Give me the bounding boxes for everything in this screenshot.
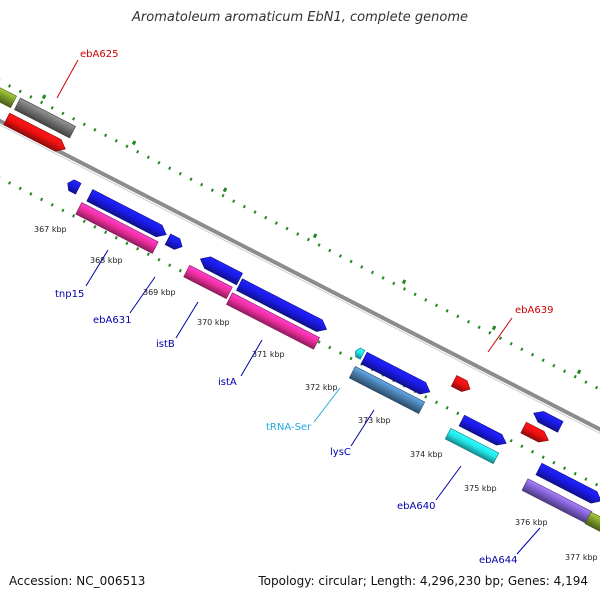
feature-ebA625-shape	[14, 97, 76, 139]
leader-line-eba644	[516, 527, 541, 555]
feature-small-blue-1[interactable]	[65, 178, 82, 195]
feature-ebA640[interactable]	[444, 427, 500, 465]
feature-ebA625[interactable]	[14, 97, 76, 139]
major-tick	[491, 325, 497, 331]
major-tick	[41, 94, 47, 100]
feature-lysC-blue[interactable]	[360, 351, 433, 397]
kbp-tick-label: 368 kbp	[90, 256, 123, 265]
feature-olive-right-shape	[584, 511, 600, 533]
feature-istA-shape	[226, 292, 320, 350]
tick-row-outer	[0, 79, 600, 392]
feature-small-blue-2[interactable]	[164, 233, 185, 252]
kbp-tick-label: 375 kbp	[464, 484, 497, 493]
feature-blue-upper-right-shape	[533, 411, 564, 433]
kbp-tick-label: 376 kbp	[515, 518, 548, 527]
kbp-tick-label: 374 kbp	[410, 450, 443, 459]
gene-label-trna-ser[interactable]: tRNA-Ser	[266, 422, 312, 433]
leader-line-lysc	[350, 409, 375, 447]
feature-istA-blue[interactable]	[236, 278, 329, 335]
feature-istA-blue-shape	[236, 278, 328, 332]
kbp-tick-label: 377 kbp	[565, 553, 598, 562]
major-tick	[222, 187, 228, 193]
feature-lysC[interactable]	[348, 365, 426, 415]
feature-ebA644-blue[interactable]	[535, 462, 600, 507]
feature-olive-left[interactable]	[0, 83, 17, 109]
leader-line-eba631	[129, 276, 156, 314]
leader-line-eba639	[487, 317, 513, 353]
feature-lysC-shape	[348, 365, 426, 415]
kbp-tick-label: 370 kbp	[197, 318, 230, 327]
feature-red-upper-left[interactable]	[3, 112, 69, 155]
leader-line-istb	[175, 301, 199, 339]
gene-label-eba639[interactable]: ebA639	[515, 305, 553, 316]
kbp-tick-label: 367 kbp	[34, 225, 67, 234]
genome-backbone-shadow	[0, 124, 600, 434]
feature-tnp15[interactable]	[75, 202, 159, 254]
major-tick	[576, 369, 582, 375]
gene-label-eba640[interactable]: ebA640	[397, 501, 435, 512]
feature-istB-shape	[183, 264, 233, 300]
feature-ebA644-blue-shape	[535, 462, 600, 504]
kbp-tick-label: 372 kbp	[305, 383, 338, 392]
genome-summary-text: Topology: circular; Length: 4,296,230 bp…	[258, 574, 588, 588]
leader-line-eba625	[56, 59, 79, 99]
leader-line-trna-ser	[313, 387, 341, 423]
kbp-tick-label: 371 kbp	[252, 350, 285, 359]
leader-line-tnp15	[85, 249, 109, 287]
feature-blue-1-shape	[86, 189, 167, 238]
feature-istA[interactable]	[226, 292, 320, 350]
leader-line-ista	[240, 339, 263, 377]
map-title: Aromatoleum aromaticum EbN1, complete ge…	[132, 10, 468, 25]
feature-ebA639[interactable]	[450, 375, 472, 395]
gene-label-istb[interactable]: istB	[156, 339, 175, 350]
feature-lysC-blue-shape	[360, 351, 431, 395]
feature-olive-left-shape	[0, 83, 17, 109]
feature-ebA640-blue-shape	[458, 414, 507, 446]
gene-label-eba631[interactable]: ebA631	[93, 315, 131, 326]
gene-label-lysc[interactable]: lysC	[330, 447, 351, 458]
feature-olive-right[interactable]	[584, 511, 600, 533]
feature-istB[interactable]	[183, 264, 233, 300]
accession-text: Accession: NC_006513	[9, 574, 146, 588]
genome-backbone	[0, 118, 600, 432]
feature-istB-blue-shape	[200, 256, 243, 286]
feature-tnp15-shape	[75, 202, 159, 254]
major-tick	[131, 140, 137, 146]
feature-red-upper-right-shape	[520, 421, 549, 443]
feature-ebA639-shape	[450, 375, 471, 392]
gene-label-eba644[interactable]: ebA644	[479, 555, 517, 566]
kbp-tick-label: 373 kbp	[358, 416, 391, 425]
feature-small-blue-2-shape	[164, 233, 183, 250]
gene-label-tnp15[interactable]: tnp15	[55, 289, 84, 300]
feature-blue-1[interactable]	[86, 189, 169, 241]
feature-small-blue-1-shape	[67, 179, 82, 195]
gene-label-eba625[interactable]: ebA625	[80, 49, 118, 60]
feature-istB-blue[interactable]	[197, 253, 243, 286]
feature-tRNA-Ser-shape	[355, 347, 366, 360]
feature-blue-upper-right[interactable]	[531, 408, 564, 433]
gene-label-ista[interactable]: istA	[218, 377, 237, 388]
kbp-tick-label: 369 kbp	[143, 288, 176, 297]
feature-red-upper-right[interactable]	[520, 421, 551, 445]
major-tick	[401, 279, 407, 285]
feature-red-upper-left-shape	[3, 112, 66, 152]
leader-line-eba640	[435, 465, 462, 501]
feature-tRNA-Ser[interactable]	[353, 347, 366, 360]
major-tick	[312, 233, 318, 239]
feature-ebA640-blue[interactable]	[458, 414, 509, 449]
feature-ebA640-shape	[444, 427, 500, 465]
